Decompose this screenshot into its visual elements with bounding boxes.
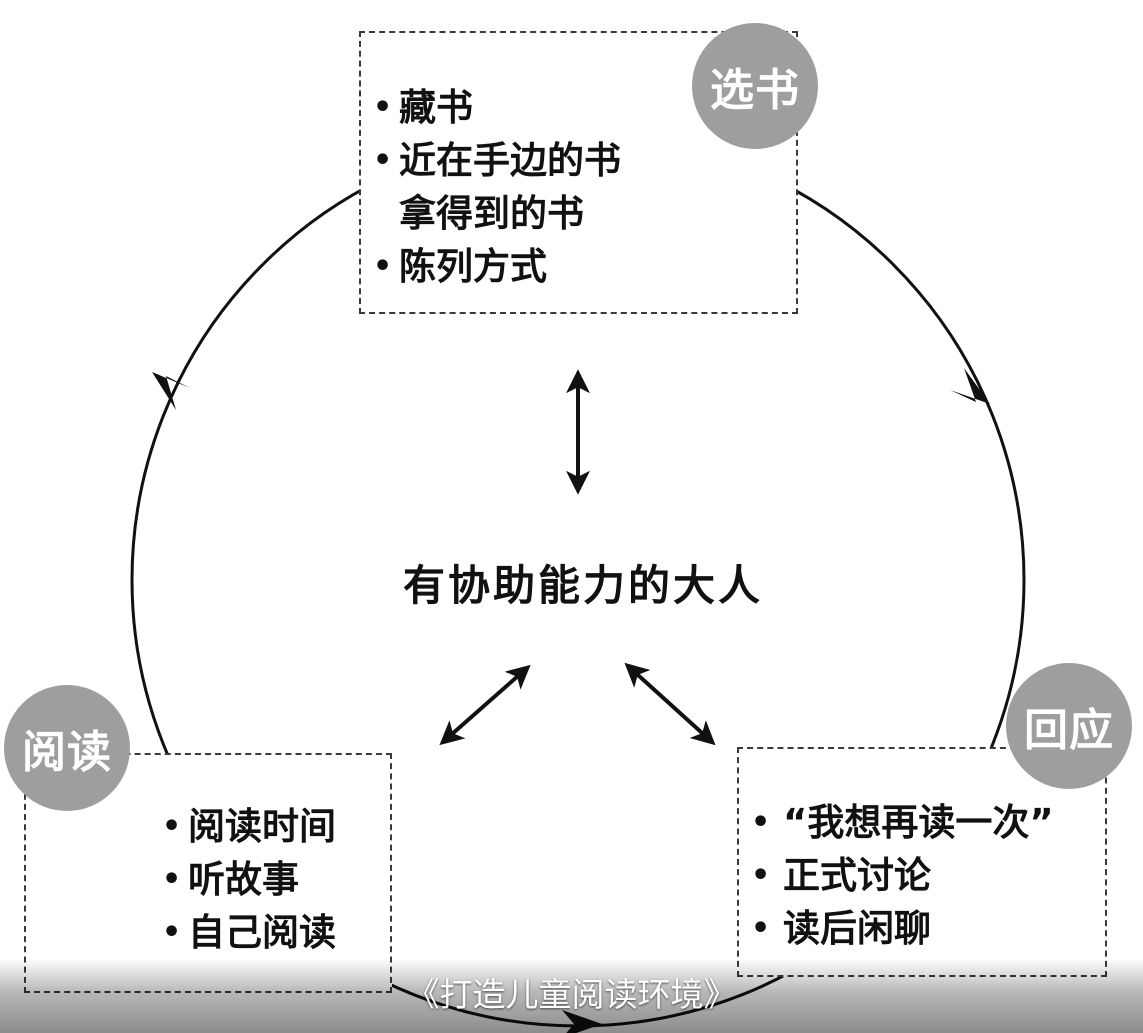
bullet-icon: • <box>162 809 182 844</box>
list-item: 拿得到的书 <box>399 192 584 235</box>
response-box: •“我想再读一次” •正式讨论 •读后闲聊 <box>737 747 1107 977</box>
double-arrow-left <box>439 664 531 746</box>
list-item: •听故事 <box>150 853 390 906</box>
bullet-icon: • <box>373 90 393 125</box>
list-item: •近在手边的书 <box>361 134 796 187</box>
double-arrow-right <box>624 662 716 746</box>
list-item: •自己阅读 <box>150 906 390 959</box>
select-book-label: 选书 <box>692 23 818 149</box>
caption-band <box>0 958 1143 1033</box>
bullet-icon: • <box>751 805 771 840</box>
cycle-arrow-left <box>152 372 190 410</box>
list-item: •读后闲聊 <box>739 902 1105 955</box>
reading-label: 阅读 <box>4 685 130 811</box>
caption: 《打造儿童阅读环境》 <box>406 975 737 1014</box>
list-item: •正式讨论 <box>739 849 1105 902</box>
cycle-arrow-bottom <box>562 1010 602 1033</box>
center-label: 有协助能力的大人 <box>402 561 763 610</box>
cycle-arrow-right <box>950 368 990 404</box>
list-item: •阅读时间 <box>150 800 390 853</box>
bullet-icon: • <box>373 143 393 178</box>
bullet-icon: • <box>373 249 393 284</box>
list-item: •“我想再读一次” <box>739 796 1105 849</box>
list-item: •陈列方式 <box>361 240 796 293</box>
list-item: •藏书 <box>361 81 796 134</box>
bullet-icon: • <box>751 911 771 946</box>
bullet-icon: • <box>162 915 182 950</box>
response-label: 回应 <box>1006 663 1132 789</box>
bullet-icon: • <box>162 862 182 897</box>
bullet-icon: • <box>751 858 771 893</box>
reading-box: •阅读时间 •听故事 •自己阅读 <box>24 753 392 993</box>
